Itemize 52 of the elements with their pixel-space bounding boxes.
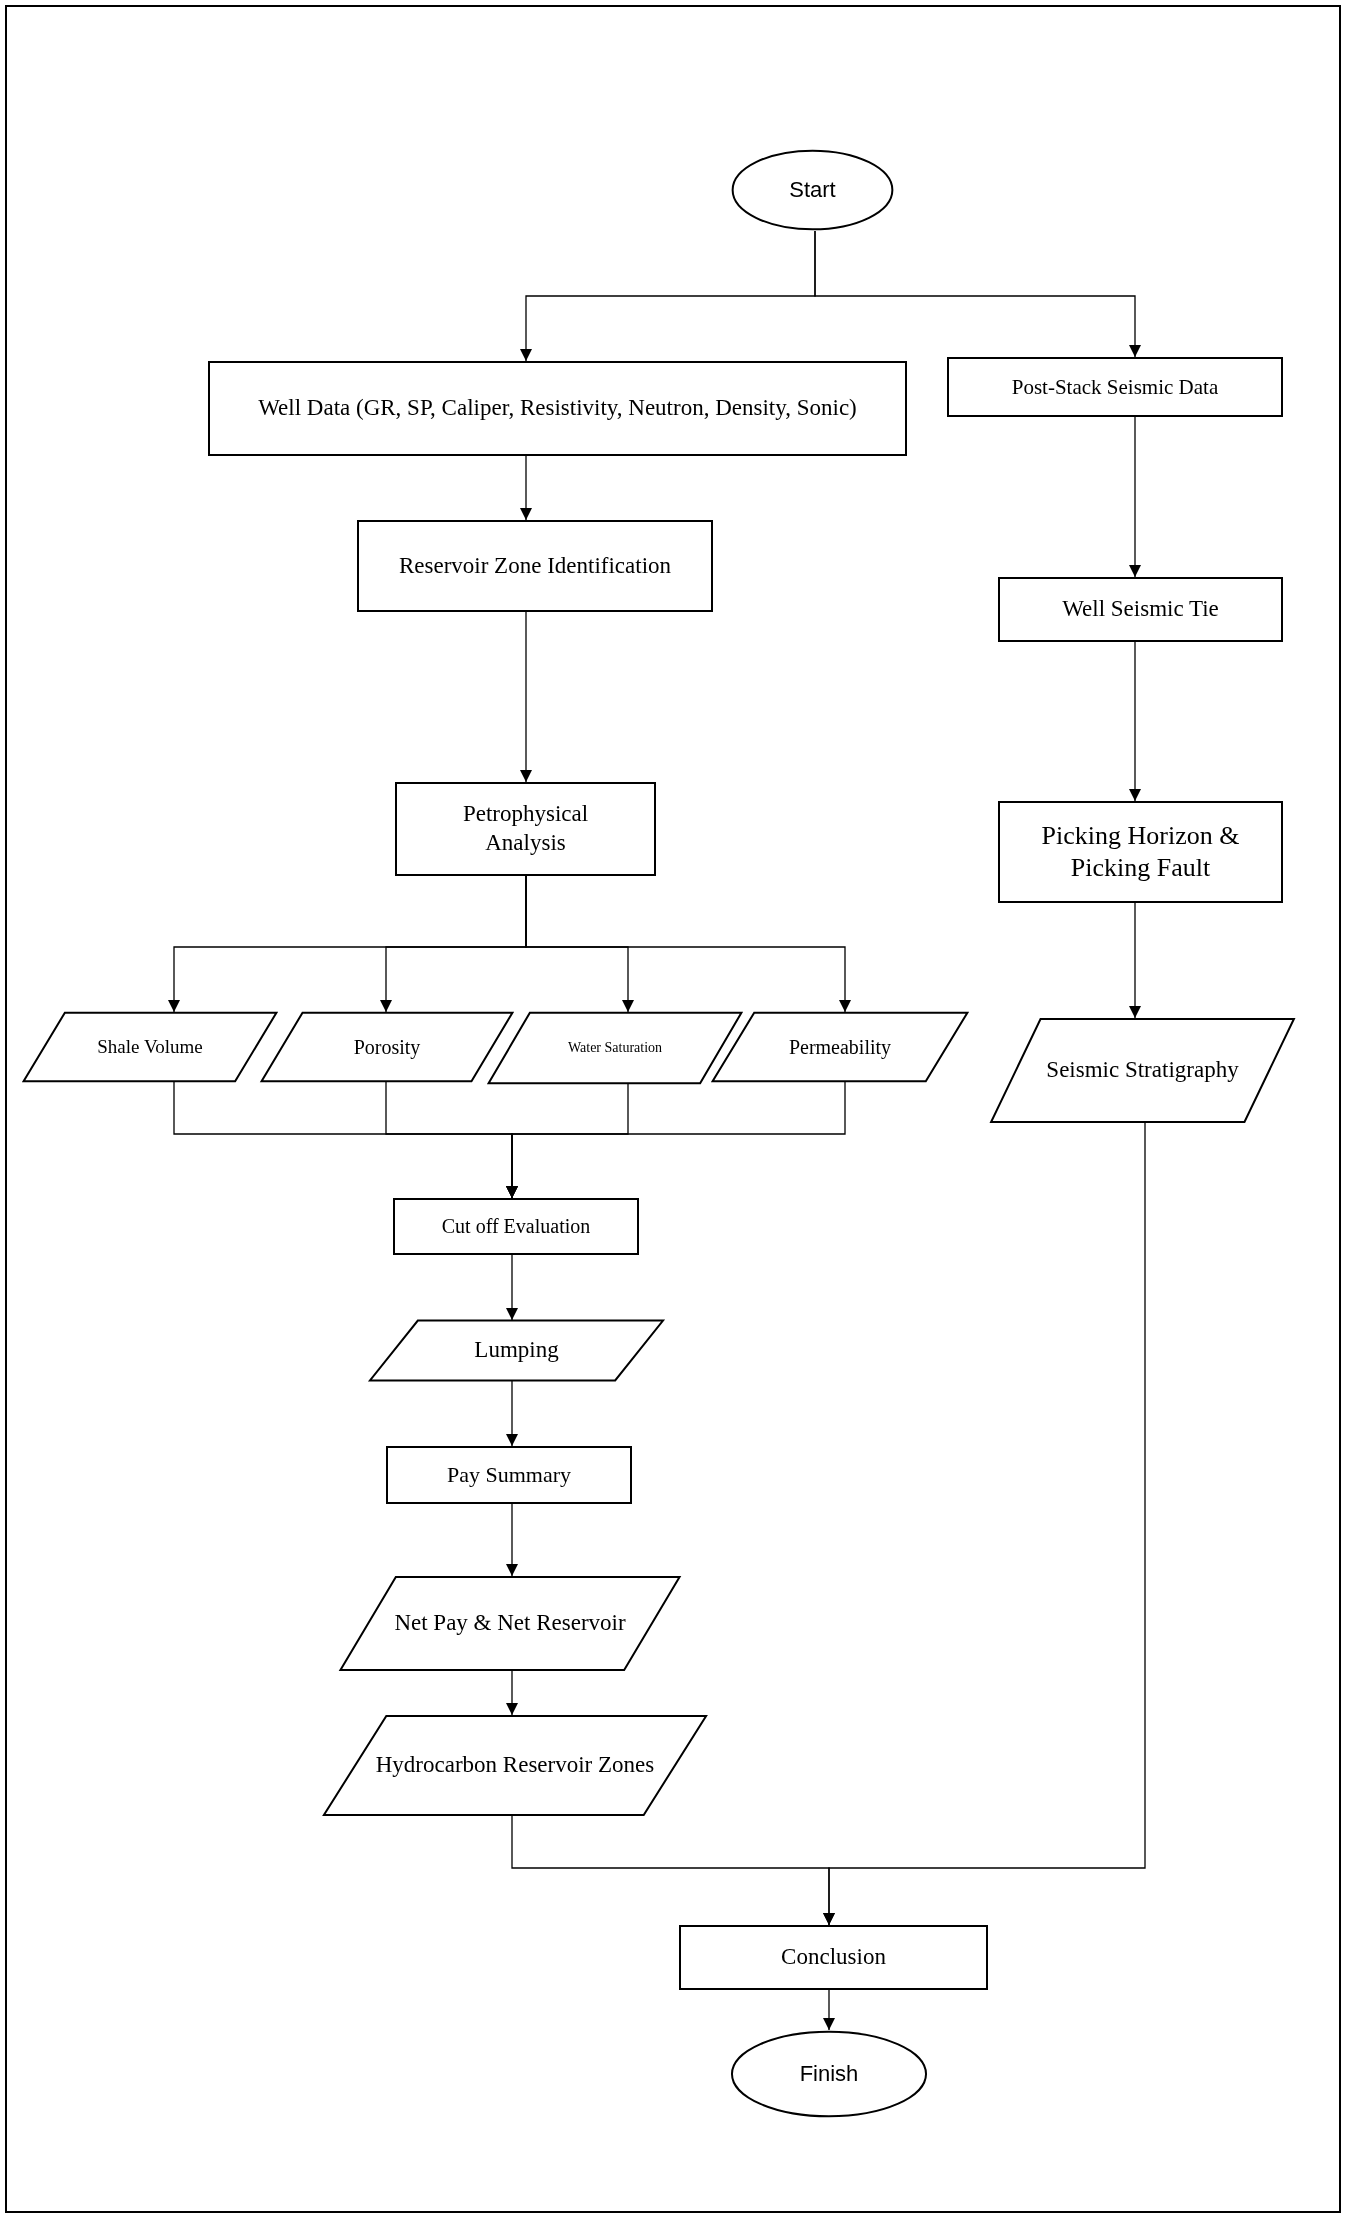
node-label: Hydrocarbon Reservoir Zones: [374, 1751, 656, 1780]
process-box: [393, 1198, 639, 1255]
process-box: [208, 361, 907, 456]
process-box: [679, 1925, 988, 1990]
node-label: Seismic Stratigraphy: [1045, 1056, 1240, 1085]
node-label: Reservoir Zone Identification: [397, 551, 673, 580]
data-parallelogram: [710, 1012, 970, 1082]
node-label: Water Saturation: [566, 1039, 664, 1057]
connector-arrow: [520, 455, 532, 521]
node-label: Start: [788, 176, 837, 204]
node-label: Lumping: [473, 1336, 560, 1365]
data-parallelogram: [21, 1012, 279, 1082]
connector-arrow: [506, 1503, 518, 1577]
node-label: Cut off Evaluation: [440, 1214, 592, 1239]
process-box: [998, 577, 1283, 642]
node-label: Porosity: [352, 1034, 422, 1060]
connector-arrow: [1129, 641, 1141, 802]
connector-arrow: [823, 1989, 835, 2031]
connector-arrow: [823, 1122, 1146, 1926]
connector-arrow: [506, 1670, 518, 1716]
process-box: [947, 357, 1283, 417]
data-parallelogram: [259, 1012, 515, 1082]
connector-arrow: [525, 875, 851, 1013]
process-box: [998, 801, 1283, 903]
connector-arrow: [506, 1081, 846, 1199]
data-parallelogram: [337, 1576, 683, 1671]
node-label: Post-Stack Seismic Data: [1010, 373, 1220, 401]
connector-arrow: [814, 230, 1141, 358]
node-label: Well Data (GR, SP, Caliper, Resistivity, Neutron, Density, Sonic): [257, 394, 858, 423]
connector-arrow: [520, 611, 532, 783]
data-parallelogram: [320, 1715, 710, 1816]
connector-arrow: [506, 1254, 518, 1321]
data-parallelogram: [486, 1012, 744, 1084]
process-box: [357, 520, 713, 612]
node-label: Pay Summary: [445, 1461, 573, 1489]
node-label: Well Seismic Tie: [1061, 595, 1220, 624]
node-label: Conclusion: [780, 1943, 887, 1972]
connector-arrow: [1129, 416, 1141, 578]
terminal-oval: [731, 149, 894, 231]
node-label: Finish: [798, 2060, 860, 2088]
data-parallelogram: [367, 1320, 666, 1381]
node-label: Picking Horizon & Picking Fault: [1040, 819, 1241, 884]
connector-arrow: [506, 1380, 518, 1447]
terminal-oval: [730, 2030, 928, 2118]
node-label: Net Pay & Net Reservoir: [393, 1609, 627, 1638]
node-label: Permeability: [787, 1034, 893, 1060]
data-parallelogram: [988, 1018, 1297, 1123]
connector-arrow: [1129, 902, 1141, 1019]
process-box: [395, 782, 656, 876]
process-box: [386, 1446, 632, 1504]
node-label: Shale Volume: [96, 1035, 204, 1059]
node-label: Petrophysical Analysis: [461, 800, 590, 857]
